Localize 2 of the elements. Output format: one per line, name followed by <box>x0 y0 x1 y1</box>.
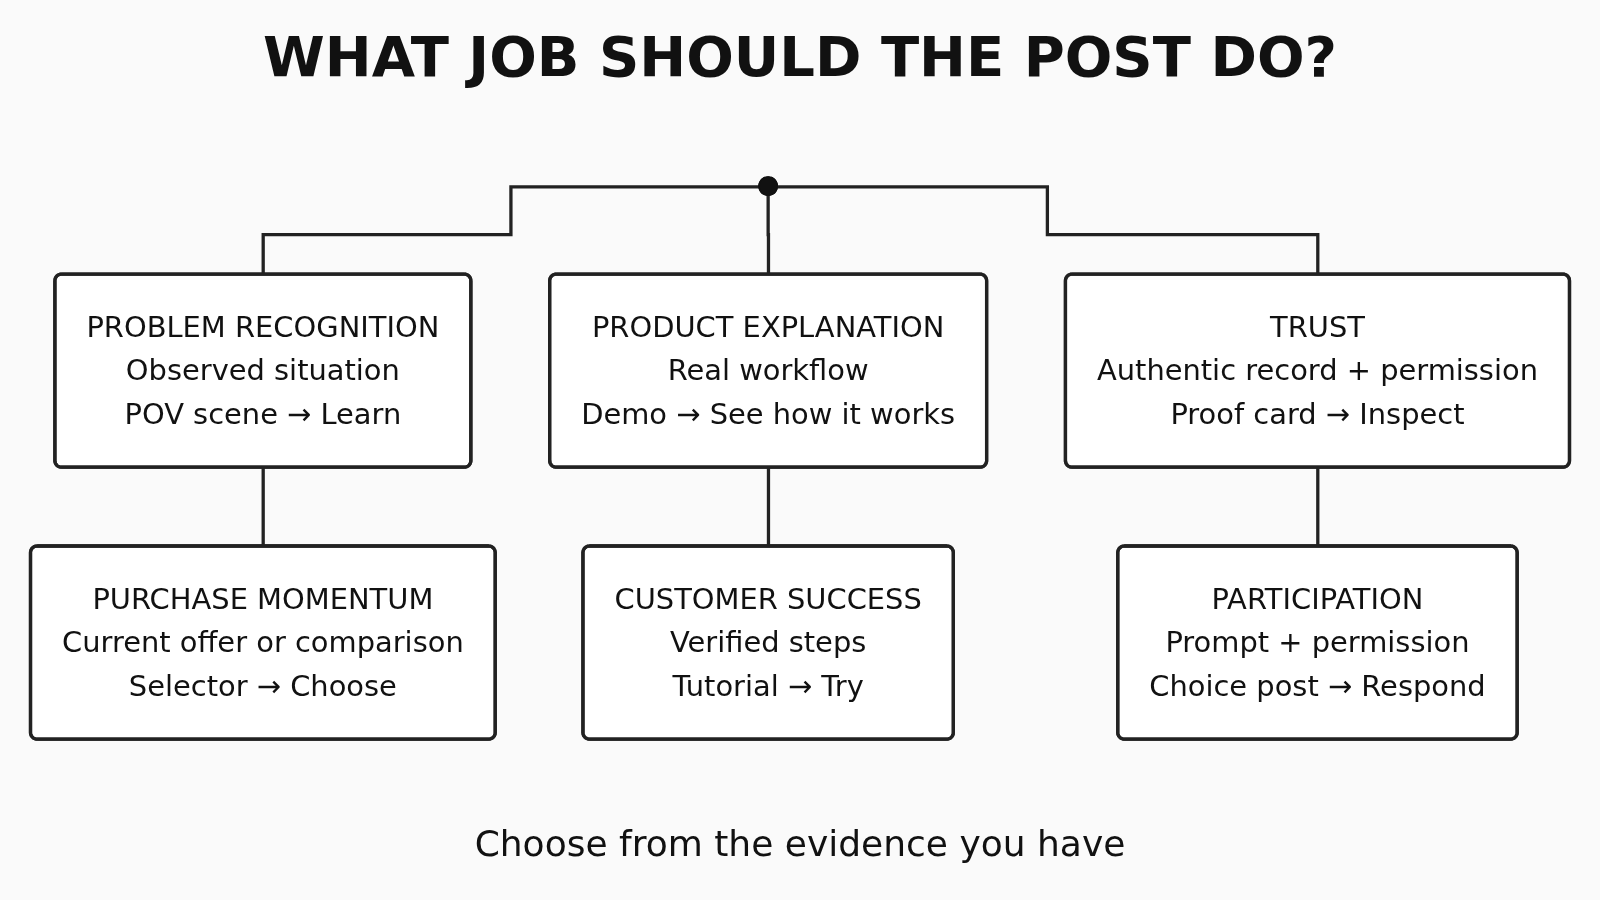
caption: Choose from the evidence you have <box>473 823 1127 864</box>
title: WHAT JOB SHOULD THE POST DO? <box>262 24 1338 89</box>
